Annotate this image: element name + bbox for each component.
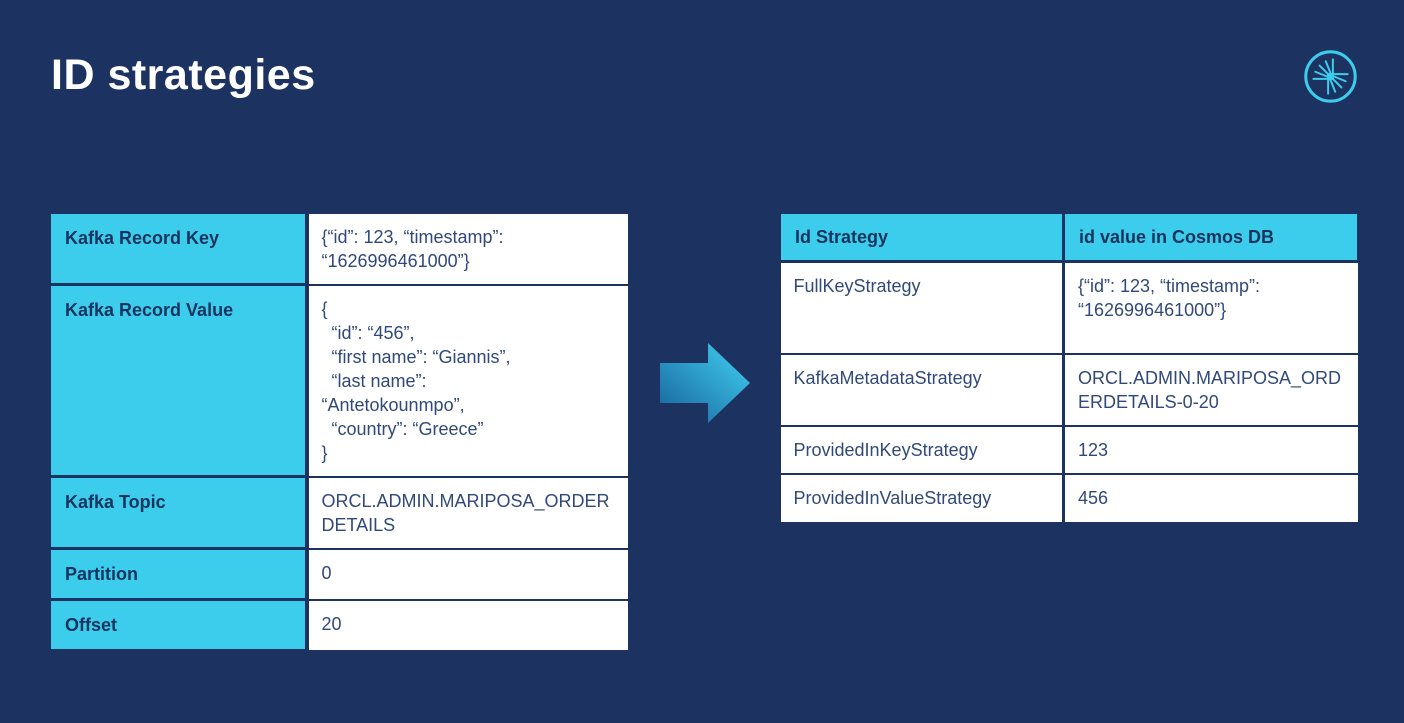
table-row: Kafka Record Value { “id”: “456”, “first…	[48, 283, 630, 478]
partition-label: Partition	[48, 547, 309, 601]
arrow-right-icon	[660, 343, 750, 423]
kafka-topic-label: Kafka Topic	[48, 475, 309, 550]
kafka-record-table: Kafka Record Key {“id”: 123, “timestamp”…	[48, 211, 630, 652]
full-key-strategy-value: {“id”: 123, “timestamp”: “1626996461000”…	[1062, 260, 1360, 355]
id-strategy-table: Id Strategy id value in Cosmos DB FullKe…	[778, 211, 1360, 524]
id-value-column-header: id value in Cosmos DB	[1062, 211, 1360, 263]
table-row: Kafka Record Key {“id”: 123, “timestamp”…	[48, 211, 630, 286]
offset-value: 20	[305, 598, 630, 652]
table-row: Kafka Topic ORCL.ADMIN.MARIPOSA_ORDERDET…	[48, 475, 630, 550]
provided-in-value-strategy-value: 456	[1062, 472, 1360, 524]
kafka-record-value-label: Kafka Record Value	[48, 283, 309, 478]
kafka-record-value-value: { “id”: “456”, “first name”: “Giannis”, …	[305, 283, 630, 478]
table-header-row: Id Strategy id value in Cosmos DB	[778, 211, 1360, 263]
provided-in-value-strategy-name: ProvidedInValueStrategy	[778, 472, 1065, 524]
id-strategy-column-header: Id Strategy	[778, 211, 1065, 263]
kafka-record-key-value: {“id”: 123, “timestamp”: “1626996461000”…	[305, 211, 630, 286]
table-row: KafkaMetadataStrategy ORCL.ADMIN.MARIPOS…	[778, 352, 1360, 427]
kafka-topic-value: ORCL.ADMIN.MARIPOSA_ORDERDETAILS	[305, 475, 630, 550]
kafka-record-key-label: Kafka Record Key	[48, 211, 309, 286]
provided-in-key-strategy-name: ProvidedInKeyStrategy	[778, 424, 1065, 475]
kafka-metadata-strategy-value: ORCL.ADMIN.MARIPOSA_ORDERDETAILS-0-20	[1062, 352, 1360, 427]
full-key-strategy-name: FullKeyStrategy	[778, 260, 1065, 355]
partition-value: 0	[305, 547, 630, 601]
page-title: ID strategies	[51, 51, 316, 99]
provided-in-key-strategy-value: 123	[1062, 424, 1360, 475]
table-row: ProvidedInKeyStrategy 123	[778, 424, 1360, 475]
kafka-metadata-strategy-name: KafkaMetadataStrategy	[778, 352, 1065, 427]
table-row: Partition 0	[48, 547, 630, 601]
table-row: ProvidedInValueStrategy 456	[778, 472, 1360, 524]
confluent-logo-icon	[1302, 48, 1359, 105]
table-row: Offset 20	[48, 598, 630, 652]
table-row: FullKeyStrategy {“id”: 123, “timestamp”:…	[778, 260, 1360, 355]
offset-label: Offset	[48, 598, 309, 652]
